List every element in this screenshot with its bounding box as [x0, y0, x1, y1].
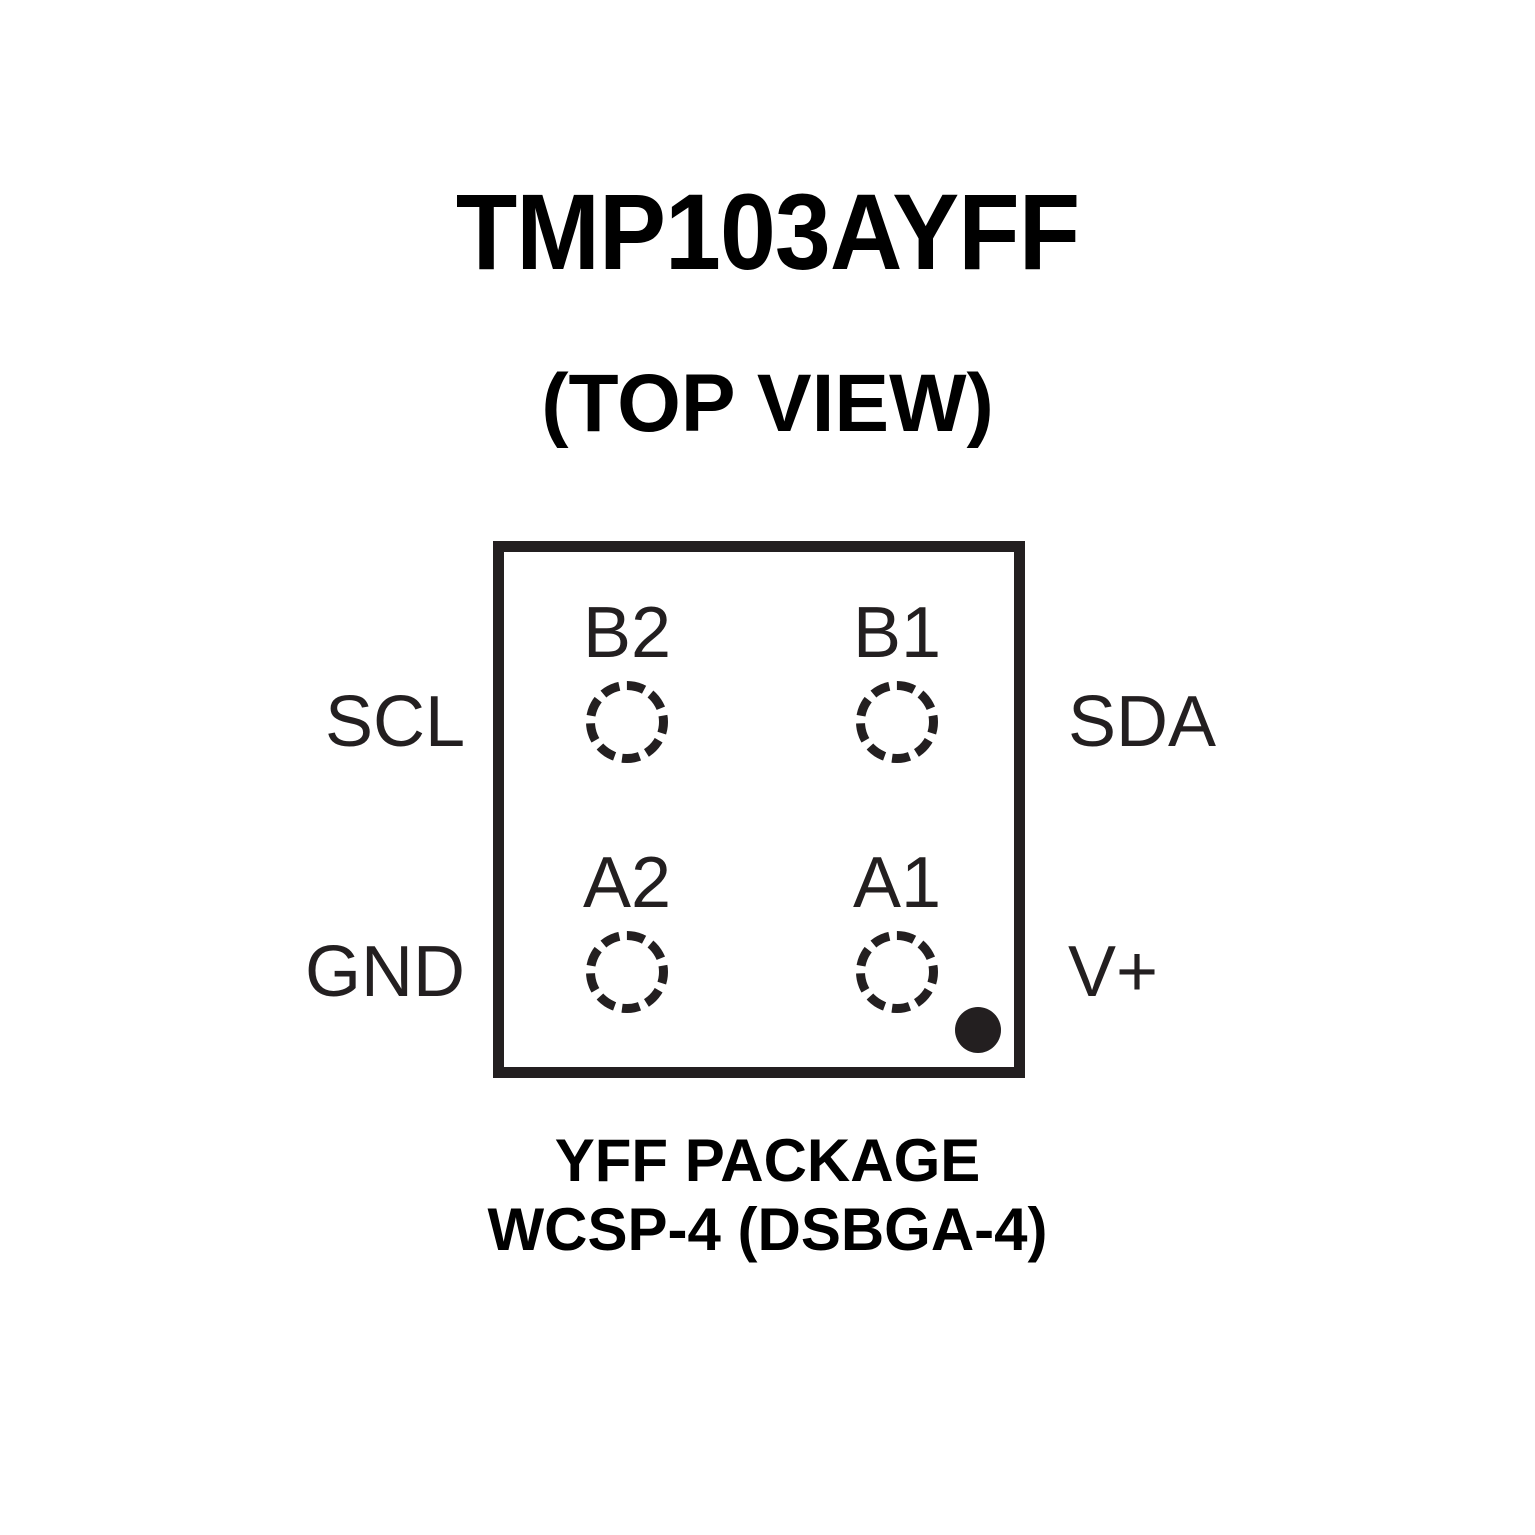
pin-label-gnd: GND	[305, 932, 465, 1012]
ball-a1-designator: A1	[852, 843, 942, 923]
ball-pad-icon	[856, 681, 938, 763]
ball-b1-designator: B1	[852, 593, 942, 673]
pin-label-sda: SDA	[1068, 682, 1217, 762]
ball-pad-icon	[856, 931, 938, 1013]
ball-a2: A2	[547, 847, 707, 1013]
ball-pad-icon	[586, 931, 668, 1013]
package-caption: YFF PACKAGE WCSP-4 (DSBGA-4)	[0, 1126, 1535, 1264]
package-caption-line-2: WCSP-4 (DSBGA-4)	[487, 1196, 1048, 1263]
package-outline	[493, 541, 1025, 1078]
view-orientation-label: (TOP VIEW)	[541, 358, 994, 449]
pin-one-indicator-icon	[955, 1007, 1001, 1053]
page-title: TMP103AYFF	[455, 171, 1080, 292]
package-caption-line-1: YFF PACKAGE	[554, 1127, 981, 1194]
ball-a2-designator: A2	[582, 843, 672, 923]
ball-pad-icon	[586, 681, 668, 763]
ball-b2-designator: B2	[582, 593, 672, 673]
pin-label-vplus: V+	[1068, 932, 1159, 1012]
pin-label-scl: SCL	[324, 682, 465, 762]
ball-a1: A1	[817, 847, 977, 1013]
ball-b2: B2	[547, 597, 707, 763]
ball-b1: B1	[817, 597, 977, 763]
